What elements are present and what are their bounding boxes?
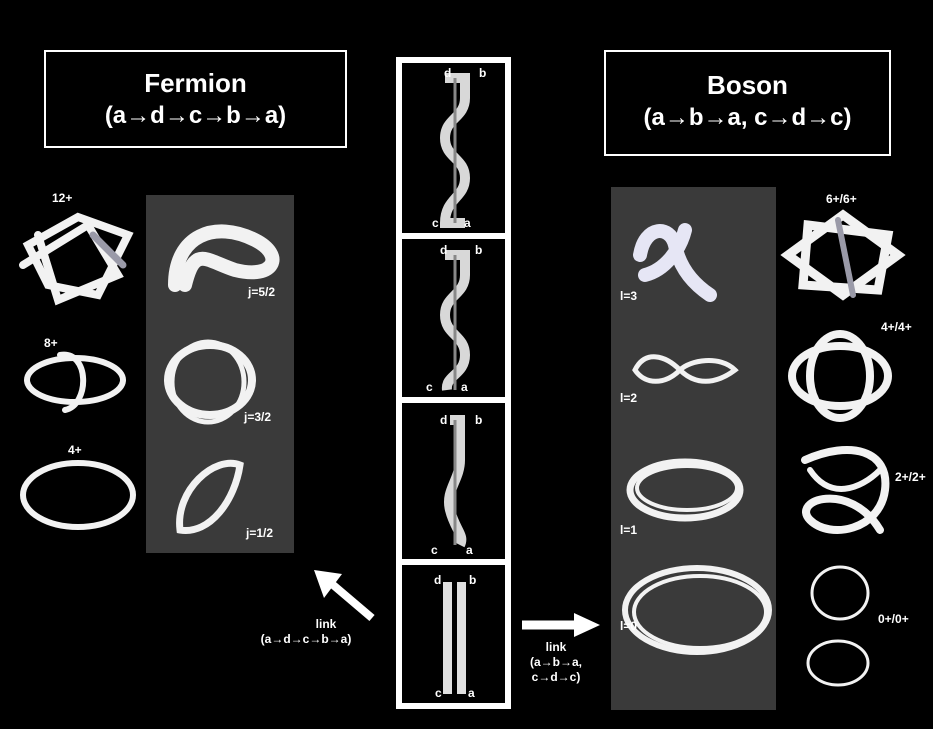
- knot-12-image: [18, 205, 138, 305]
- state-l0-image: [620, 562, 775, 657]
- cell3-a: a: [466, 543, 473, 557]
- state-label-l1: l=1: [620, 523, 637, 537]
- cell2-b: b: [475, 243, 482, 257]
- boson-knot-label: 0+/0+: [878, 612, 909, 626]
- boson-sequence: (a→b→a, c→d→c): [606, 102, 889, 134]
- boson-link-seq2: c→d→c): [516, 670, 596, 685]
- boson-knot-label: 2+/2+: [895, 470, 926, 484]
- cell4-c: c: [435, 686, 442, 700]
- cell4-a: a: [468, 686, 475, 700]
- boson-link-seq1: (a→b→a,: [516, 655, 596, 670]
- cell2-a: a: [461, 380, 468, 394]
- state-label-l0: l=0: [620, 619, 637, 633]
- boson-link-arrow: [522, 610, 602, 640]
- cell3-b: b: [475, 413, 482, 427]
- cell3-d: d: [440, 413, 447, 427]
- state-l2-image: [630, 350, 745, 390]
- knot-4-image: [18, 455, 138, 535]
- cell1-b: b: [479, 66, 486, 80]
- state-l3-image: [625, 215, 725, 310]
- state-j52-image: [165, 215, 290, 290]
- boson-knot-label: 6+/6+: [826, 192, 857, 206]
- state-l1-image: [625, 455, 745, 525]
- knot-4-4-image: [785, 328, 895, 423]
- twisted-strip-2: [435, 255, 475, 395]
- boson-link-label: link (a→b→a, c→d→c): [516, 640, 596, 685]
- knot-2-2-image: [790, 440, 900, 550]
- fermion-link-word: link: [226, 617, 386, 632]
- straight-strips: [441, 582, 471, 697]
- fermion-sequence: (a→d→c→b→a): [46, 100, 345, 132]
- fermion-knot-label: 12+: [52, 191, 72, 205]
- knot-6-6-image: [778, 205, 908, 305]
- cell2-c: c: [426, 380, 433, 394]
- cell2-d: d: [440, 243, 447, 257]
- boson-knot-label: 4+/4+: [881, 320, 912, 334]
- fermion-title-box: Fermion (a→d→c→b→a): [44, 50, 347, 148]
- cell1-a: a: [464, 216, 471, 230]
- cell3-c: c: [431, 543, 438, 557]
- cell4-d: d: [434, 573, 441, 587]
- fermion-link-sequence: (a→d→c→b→a): [226, 632, 386, 647]
- knot-0-0-image: [800, 563, 880, 693]
- cell4-b: b: [469, 573, 476, 587]
- boson-title-box: Boson (a→b→a, c→d→c): [604, 50, 891, 156]
- state-label-l2: l=2: [620, 391, 637, 405]
- state-label-l3: l=3: [620, 289, 637, 303]
- state-label-j12: j=1/2: [246, 526, 273, 540]
- state-label-j52: j=5/2: [248, 285, 275, 299]
- fermion-title: Fermion: [46, 66, 345, 100]
- twisted-strip-1: [435, 78, 475, 228]
- twisted-strip-3: [435, 420, 475, 550]
- cell1-c: c: [432, 216, 439, 230]
- state-j12-image: [170, 450, 250, 540]
- fermion-link-label: link (a→d→c→b→a): [226, 617, 386, 647]
- knot-8-image: [20, 345, 130, 415]
- state-label-j32: j=3/2: [244, 410, 271, 424]
- cell1-d: d: [444, 66, 451, 80]
- boson-title: Boson: [606, 68, 889, 102]
- boson-link-word: link: [516, 640, 596, 655]
